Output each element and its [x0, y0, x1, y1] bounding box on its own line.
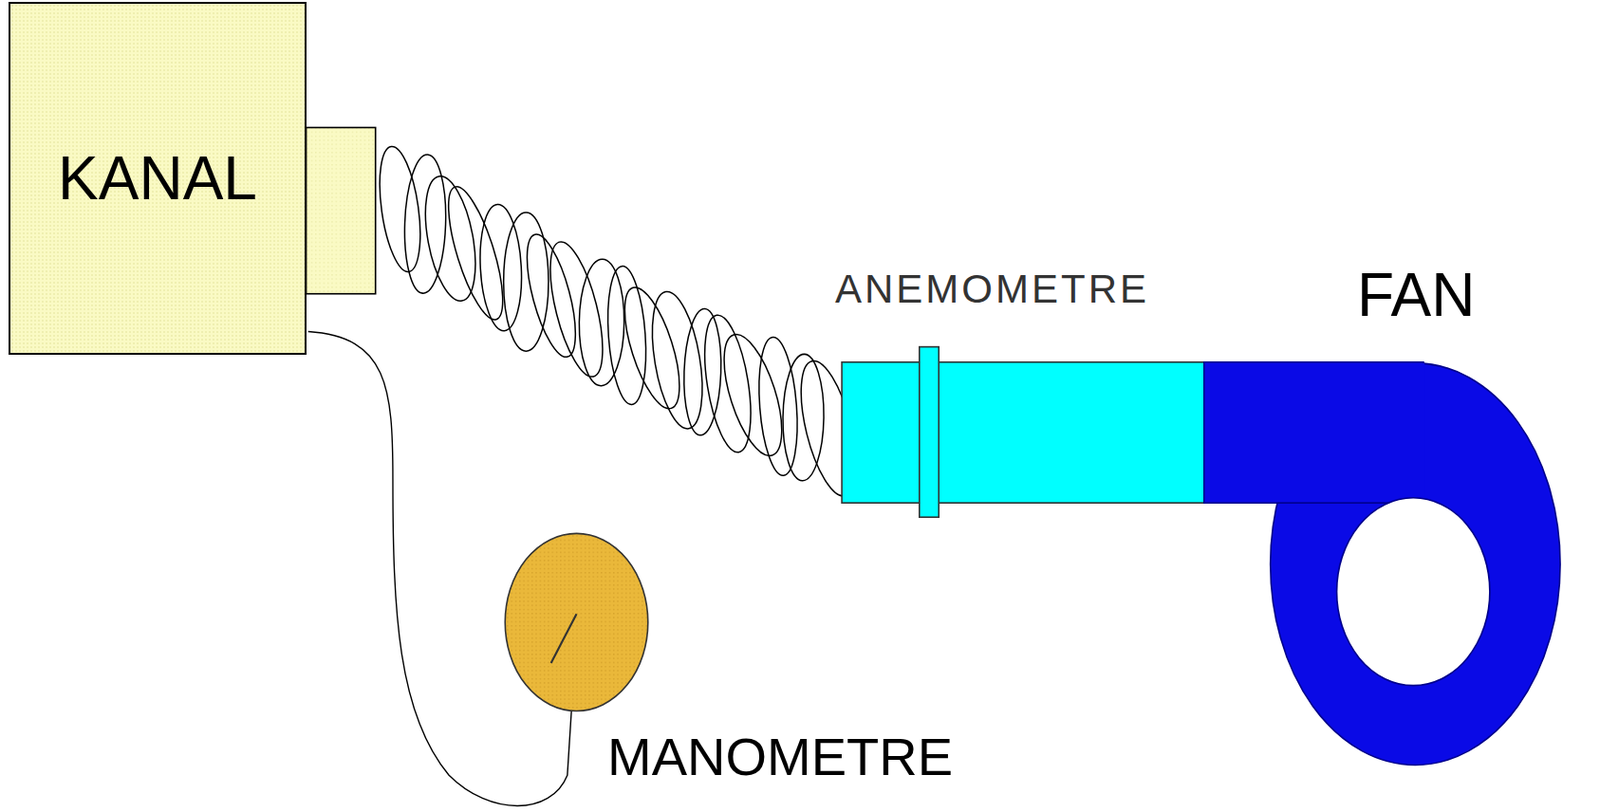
- part-name: FAN: [1357, 264, 1475, 326]
- manometer-dial: [504, 533, 649, 711]
- hose-coil: [578, 259, 626, 387]
- duct-box: KANAL: [8, 1, 307, 355]
- manometer-needle: [551, 613, 577, 664]
- duct-outlet: [306, 127, 376, 294]
- part-name: MANOMETRE: [607, 730, 953, 784]
- hose-coil: [712, 328, 795, 463]
- node-label: KANAL: [57, 148, 258, 209]
- hose-coil: [477, 203, 525, 332]
- hose-coil: [682, 308, 724, 437]
- hose-coil: [603, 264, 651, 407]
- hose-coil: [372, 144, 428, 275]
- part-name: ANEMOMETRE: [835, 269, 1150, 310]
- flexible-hose: [372, 144, 868, 503]
- hose-coil: [503, 212, 549, 352]
- hose-coil: [696, 312, 760, 456]
- measuring-tube: [841, 362, 1205, 503]
- hose-coil: [437, 181, 514, 325]
- anemometer-ring: [919, 347, 939, 519]
- hose-coil: [754, 335, 802, 478]
- hose-coil: [613, 281, 690, 415]
- fan-symbol: [1204, 362, 1561, 766]
- hose-coil: [517, 229, 586, 362]
